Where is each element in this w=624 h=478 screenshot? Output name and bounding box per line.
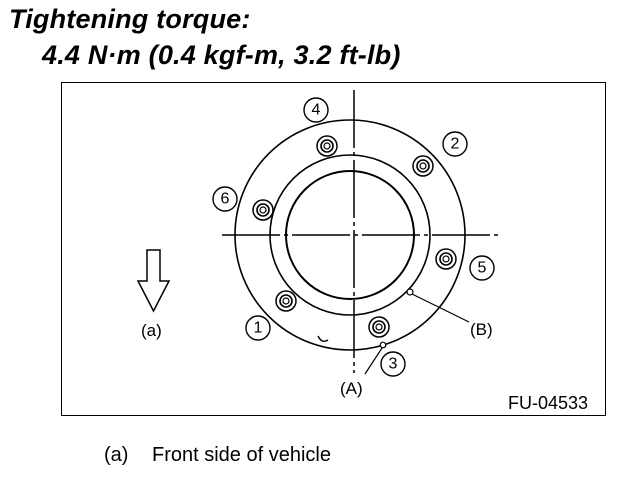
badge-1: 1 xyxy=(254,320,263,337)
badge-6: 6 xyxy=(221,191,230,208)
badge-4: 4 xyxy=(312,102,321,119)
front-direction-arrow-icon xyxy=(136,249,171,313)
caption-text: Front side of vehicle xyxy=(152,444,331,466)
bolt-2 xyxy=(412,155,434,177)
bolt-1 xyxy=(275,290,297,312)
caption-key: (a) xyxy=(104,444,129,466)
bolt-4 xyxy=(316,135,338,157)
bolt-3 xyxy=(368,316,390,338)
torque-title: Tightening torque: xyxy=(9,4,251,34)
pointer-B-line xyxy=(411,293,470,323)
torque-value: 4.4 N·m (0.4 kgf-m, 3.2 ft-lb) xyxy=(42,40,401,70)
bolt-5 xyxy=(435,248,457,270)
point-A-marker xyxy=(379,341,387,349)
diagram-frame xyxy=(61,82,606,416)
bolts xyxy=(252,135,457,338)
point-B-marker xyxy=(406,288,414,296)
label-B: (B) xyxy=(470,320,493,339)
label-a: (a) xyxy=(141,321,162,340)
badge-2: 2 xyxy=(451,136,460,153)
label-A: (A) xyxy=(340,379,363,398)
badge-5: 5 xyxy=(478,260,487,277)
badge-3: 3 xyxy=(389,356,398,373)
pointer-A-line xyxy=(364,347,383,375)
bolt-6 xyxy=(252,199,274,221)
bolt-number-badges: 4 2 6 5 1 3 xyxy=(212,97,495,377)
flange-notch xyxy=(317,335,329,343)
caption: (a) Front side of vehicle xyxy=(104,444,331,467)
figure-code: FU-04533 xyxy=(508,393,588,413)
